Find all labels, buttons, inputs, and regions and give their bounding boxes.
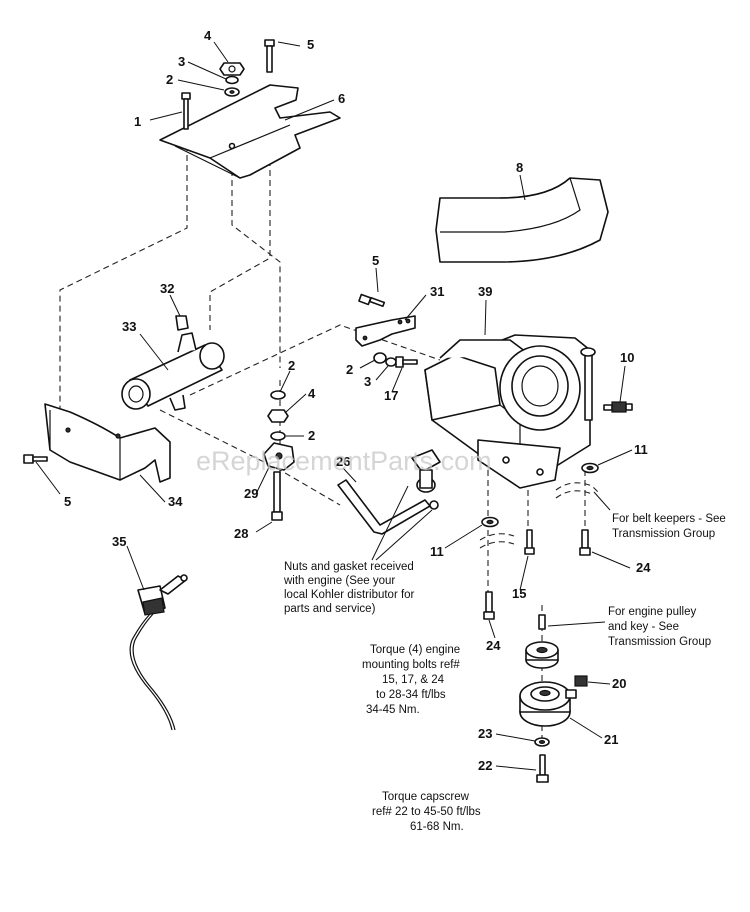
svg-text:For belt keepers - See: For belt keepers - See bbox=[612, 513, 726, 525]
callout-numbers: 1 2 3 4 5 6 8 5 31 39 32 33 2 4 2 2 3 17… bbox=[64, 28, 651, 773]
washer-2-top bbox=[224, 87, 240, 97]
callout-34: 34 bbox=[168, 494, 183, 509]
watermark: eReplacementParts.com bbox=[196, 446, 492, 476]
washer-23 bbox=[534, 737, 550, 747]
svg-text:parts and service): parts and service) bbox=[284, 603, 376, 615]
callout-5: 5 bbox=[307, 37, 314, 52]
engine-39 bbox=[424, 334, 596, 489]
callout-11-center: 11 bbox=[430, 544, 444, 559]
key-stub bbox=[538, 614, 546, 630]
heat-shield-34 bbox=[44, 403, 171, 483]
callout-35: 35 bbox=[112, 534, 126, 549]
callout-3-bracket: 3 bbox=[364, 374, 371, 389]
bolt-24-center bbox=[483, 591, 495, 620]
callout-21: 21 bbox=[604, 732, 618, 747]
belt-keeper-center bbox=[479, 533, 515, 549]
bolt-5-top bbox=[264, 39, 275, 73]
nut-4-top bbox=[219, 62, 245, 76]
bolt-24-right bbox=[579, 529, 591, 556]
note-torque-capscrew: Torque capscrew ref# 22 to 45-50 ft/lbs … bbox=[372, 791, 481, 833]
callout-4: 4 bbox=[204, 28, 212, 43]
sensor-10 bbox=[603, 401, 633, 413]
svg-text:15, 17, & 24: 15, 17, & 24 bbox=[382, 674, 445, 686]
svg-text:For engine pulley: For engine pulley bbox=[608, 606, 696, 618]
note-nuts-gasket: Nuts and gasket received with engine (Se… bbox=[283, 561, 415, 615]
callout-23: 23 bbox=[478, 726, 492, 741]
callout-31: 31 bbox=[430, 284, 444, 299]
callout-8: 8 bbox=[516, 160, 523, 175]
note-torque-mounting: Torque (4) engine mounting bolts ref# 15… bbox=[362, 644, 460, 716]
heat-shield-bracket bbox=[159, 84, 341, 179]
engine-pad-8 bbox=[435, 177, 609, 263]
callout-22: 22 bbox=[478, 758, 492, 773]
bolt-17 bbox=[395, 356, 418, 368]
callout-20: 20 bbox=[612, 676, 626, 691]
nut-4-stack bbox=[267, 409, 289, 423]
exhaust-pipe-26 bbox=[337, 449, 441, 535]
washer-3-bracket bbox=[385, 357, 397, 367]
callout-26: 26 bbox=[336, 454, 350, 469]
throttle-cable-35 bbox=[129, 574, 188, 731]
note-belt-keepers: For belt keepers - See Transmission Grou… bbox=[612, 513, 726, 540]
bolt-28 bbox=[271, 471, 283, 521]
svg-text:61-68 Nm.: 61-68 Nm. bbox=[410, 821, 464, 833]
callout-3: 3 bbox=[178, 54, 185, 69]
svg-text:Transmission Group: Transmission Group bbox=[612, 528, 715, 540]
svg-text:Transmission Group: Transmission Group bbox=[608, 636, 711, 648]
callout-24-center: 24 bbox=[486, 638, 501, 653]
callout-4-stack: 4 bbox=[308, 386, 316, 401]
muffler-33 bbox=[121, 332, 225, 411]
lockwasher-3-top bbox=[225, 75, 239, 85]
clutch-21 bbox=[519, 681, 577, 727]
svg-text:ref# 22 to 45-50 ft/lbs: ref# 22 to 45-50 ft/lbs bbox=[372, 806, 481, 818]
svg-text:local Kohler distributor for: local Kohler distributor for bbox=[284, 589, 415, 601]
callout-32: 32 bbox=[160, 281, 174, 296]
svg-text:mounting bolts ref#: mounting bolts ref# bbox=[362, 659, 460, 671]
washer-11-center bbox=[481, 516, 499, 528]
clip-32 bbox=[175, 315, 189, 331]
svg-text:and key - See: and key - See bbox=[608, 621, 679, 633]
svg-text:Nuts and gasket received: Nuts and gasket received bbox=[284, 561, 414, 573]
svg-text:Torque (4) engine: Torque (4) engine bbox=[370, 644, 460, 656]
svg-text:34-45 Nm.: 34-45 Nm. bbox=[366, 704, 420, 716]
svg-text:to 28-34 ft/lbs: to 28-34 ft/lbs bbox=[376, 689, 446, 701]
key-20 bbox=[574, 675, 588, 687]
callout-2-stack-bottom: 2 bbox=[308, 428, 315, 443]
callout-39: 39 bbox=[478, 284, 492, 299]
bolt-15 bbox=[524, 529, 535, 555]
capscrew-22 bbox=[536, 754, 549, 783]
belt-keeper-right bbox=[555, 482, 601, 499]
callout-29: 29 bbox=[244, 486, 258, 501]
callout-11-right: 11 bbox=[634, 442, 648, 457]
washer-2-stack-top bbox=[270, 390, 286, 400]
callout-33: 33 bbox=[122, 319, 136, 334]
note-engine-pulley: For engine pulley and key - See Transmis… bbox=[608, 606, 711, 648]
callout-17: 17 bbox=[384, 388, 398, 403]
callout-10: 10 bbox=[620, 350, 634, 365]
svg-text:Torque capscrew: Torque capscrew bbox=[382, 791, 470, 803]
callout-6: 6 bbox=[338, 91, 345, 106]
washer-11-right bbox=[581, 462, 599, 474]
callout-24-right: 24 bbox=[636, 560, 651, 575]
bolt-5-left bbox=[23, 454, 48, 464]
washer-2-stack-bottom bbox=[270, 431, 286, 441]
callout-28: 28 bbox=[234, 526, 248, 541]
bracket-31 bbox=[355, 315, 416, 347]
washer-2-bracket bbox=[373, 352, 387, 364]
callout-2-stack: 2 bbox=[288, 358, 295, 373]
callout-15: 15 bbox=[512, 586, 526, 601]
bracket-29 bbox=[263, 442, 295, 471]
engine-pulley bbox=[525, 641, 559, 669]
bolt-5-bracket bbox=[358, 293, 386, 308]
svg-text:with engine (See your: with engine (See your bbox=[283, 575, 395, 587]
leader-lines bbox=[35, 41, 633, 771]
callout-5-bracket: 5 bbox=[372, 253, 379, 268]
callout-1: 1 bbox=[134, 114, 141, 129]
bolt-1 bbox=[181, 92, 191, 130]
callout-2-bracket: 2 bbox=[346, 362, 353, 377]
callout-5-left: 5 bbox=[64, 494, 71, 509]
callout-2: 2 bbox=[166, 72, 173, 87]
